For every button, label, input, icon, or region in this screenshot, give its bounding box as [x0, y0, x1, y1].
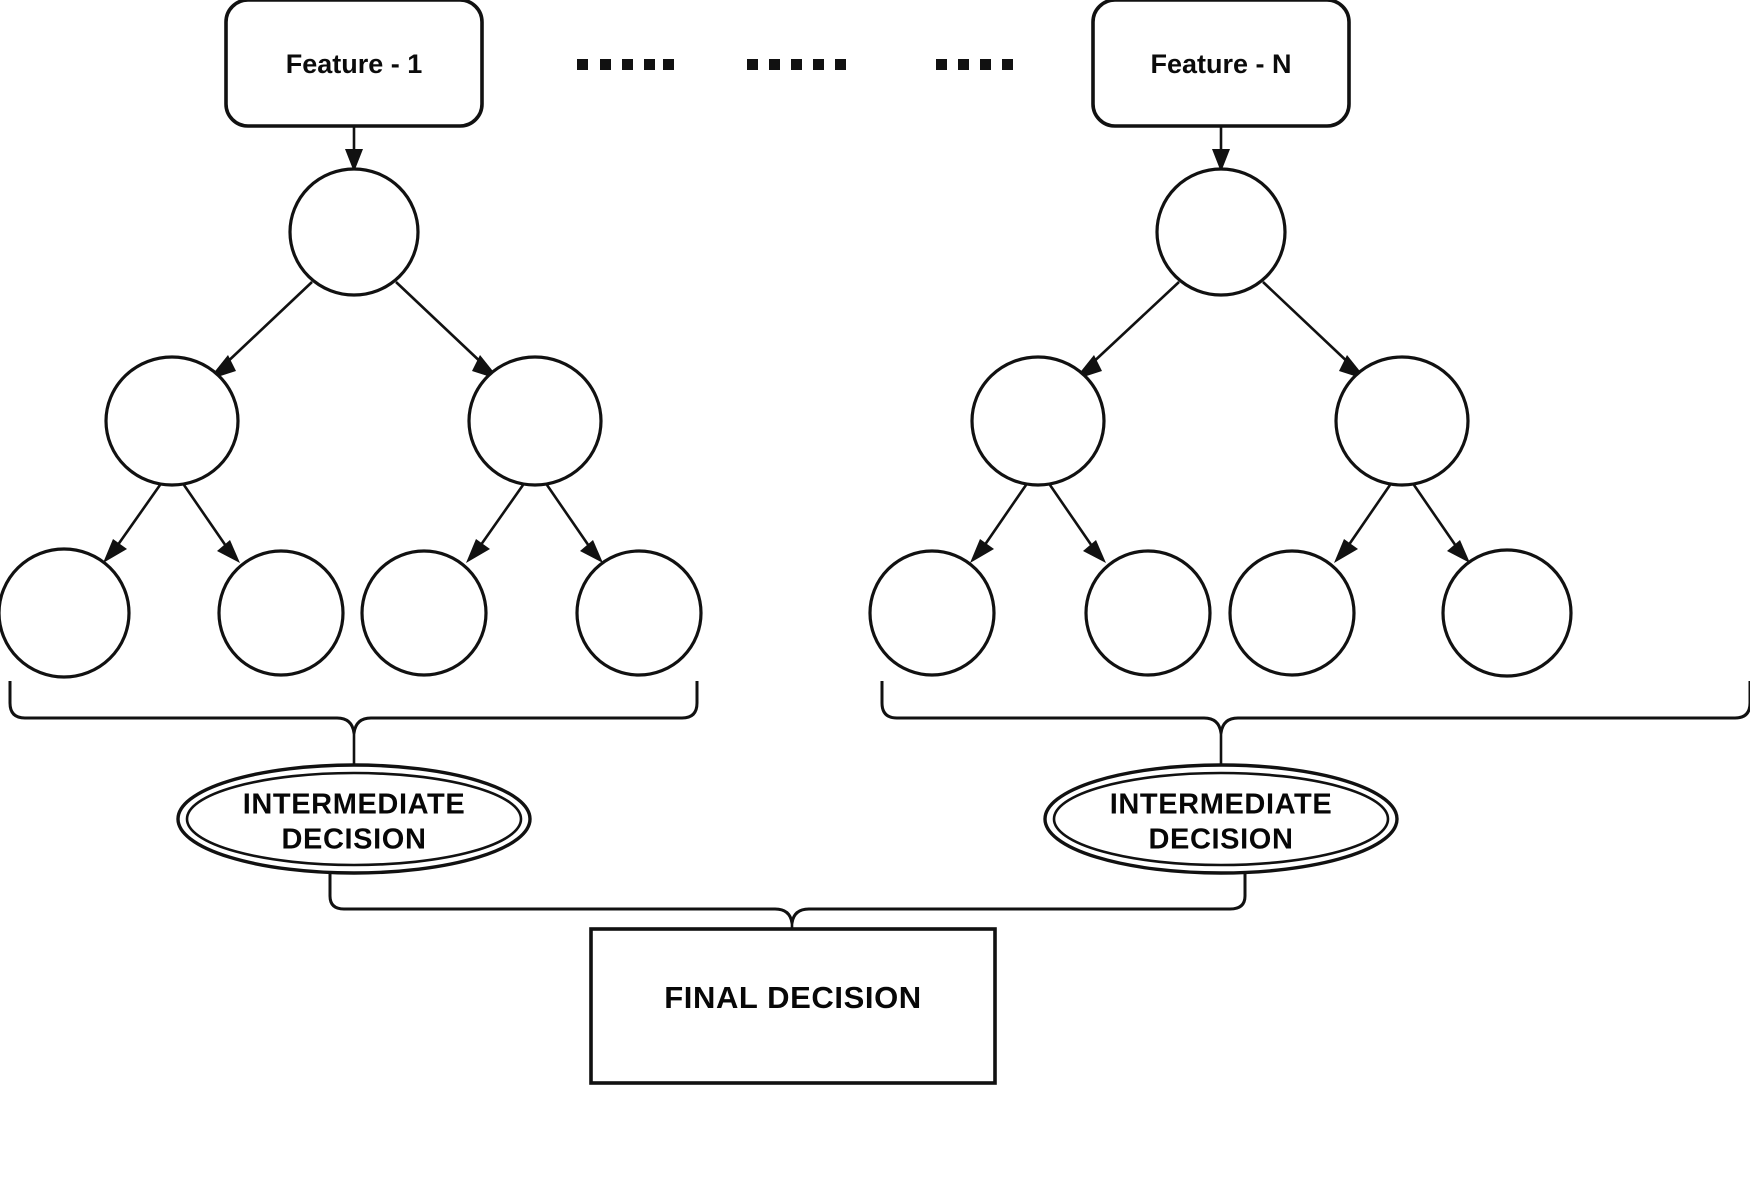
edge-right-l2-2-to-leaf4 [1412, 484, 1470, 563]
edge-left-l2-2-to-leaf3 [466, 484, 525, 563]
tree-right-root-node[interactable] [1155, 167, 1287, 297]
tree-right-leaf-3[interactable] [1228, 549, 1356, 677]
brace-right-leaves [880, 681, 1750, 735]
tree-left-leaf-4[interactable] [575, 549, 703, 677]
intermediate-decision-left-label-line1: INTERMEDIATE [243, 789, 466, 821]
tree-right-leaf-4[interactable] [1441, 548, 1573, 678]
brace-left-leaves [8, 681, 699, 735]
tree-right-node-l2-1[interactable] [970, 355, 1106, 487]
final-decision-label: FINAL DECISION [664, 980, 922, 1015]
intermediate-decision-right-outer [1043, 763, 1399, 875]
intermediate-decision-right-label-line1: INTERMEDIATE [1110, 789, 1333, 821]
tree-left-leaf-3[interactable] [360, 549, 488, 677]
edge-right-l2-1-to-leaf1 [970, 484, 1028, 563]
edge-left-l2-1-to-leaf1 [103, 484, 162, 563]
ellipsis-icon-1 [577, 59, 674, 70]
edge-right-root-to-child2 [1262, 281, 1367, 380]
arrow-featuren-to-root [1212, 126, 1230, 172]
ellipsis-icon-2 [747, 59, 846, 70]
tree-left: INTERMEDIATE DECISION [0, 126, 703, 875]
edge-left-root-to-child2 [395, 281, 500, 380]
edge-left-l2-1-to-leaf2 [182, 484, 240, 563]
arrow-feature1-to-root [345, 126, 363, 172]
intermediate-decision-right-label-line2: DECISION [1149, 824, 1294, 856]
tree-left-node-l2-1[interactable] [104, 355, 240, 487]
tree-right-leaf-2[interactable] [1084, 549, 1212, 677]
final-decision-box[interactable]: FINAL DECISION [589, 927, 997, 1085]
intermediate-decision-left-label-line2: DECISION [282, 824, 427, 856]
edge-right-l2-2-to-leaf3 [1334, 484, 1392, 563]
final-decision-box-shape [589, 927, 997, 1085]
intermediate-decision-left-inner [185, 771, 523, 867]
intermediate-decision-right-inner [1052, 771, 1390, 867]
tree-right: INTERMEDIATE DECISION [868, 126, 1750, 875]
feature-box-n[interactable]: Feature - N [1091, 0, 1351, 128]
intermediate-decision-left[interactable]: INTERMEDIATE DECISION [176, 763, 532, 875]
intermediate-decision-left-outer [176, 763, 532, 875]
edge-left-l2-2-to-leaf4 [545, 484, 603, 563]
edge-left-root-to-child1 [208, 281, 313, 380]
feature-box-1[interactable]: Feature - 1 [224, 0, 484, 128]
edge-right-root-to-child1 [1074, 281, 1180, 380]
feature-box-1-label: Feature - 1 [286, 49, 423, 79]
tree-left-node-l2-2[interactable] [467, 355, 603, 487]
intermediate-decision-right[interactable]: INTERMEDIATE DECISION [1043, 763, 1399, 875]
tree-left-root-node[interactable] [288, 167, 420, 297]
tree-right-node-l2-2[interactable] [1334, 355, 1470, 487]
tree-left-leaf-1[interactable] [0, 547, 131, 679]
tree-right-leaf-1[interactable] [868, 549, 996, 677]
tree-left-leaf-2[interactable] [217, 549, 345, 677]
feature-box-n-label: Feature - N [1150, 49, 1291, 79]
edge-right-l2-1-to-leaf2 [1048, 484, 1106, 563]
brace-final-fusion [328, 873, 1247, 925]
ellipsis-icon-3 [936, 59, 1013, 70]
